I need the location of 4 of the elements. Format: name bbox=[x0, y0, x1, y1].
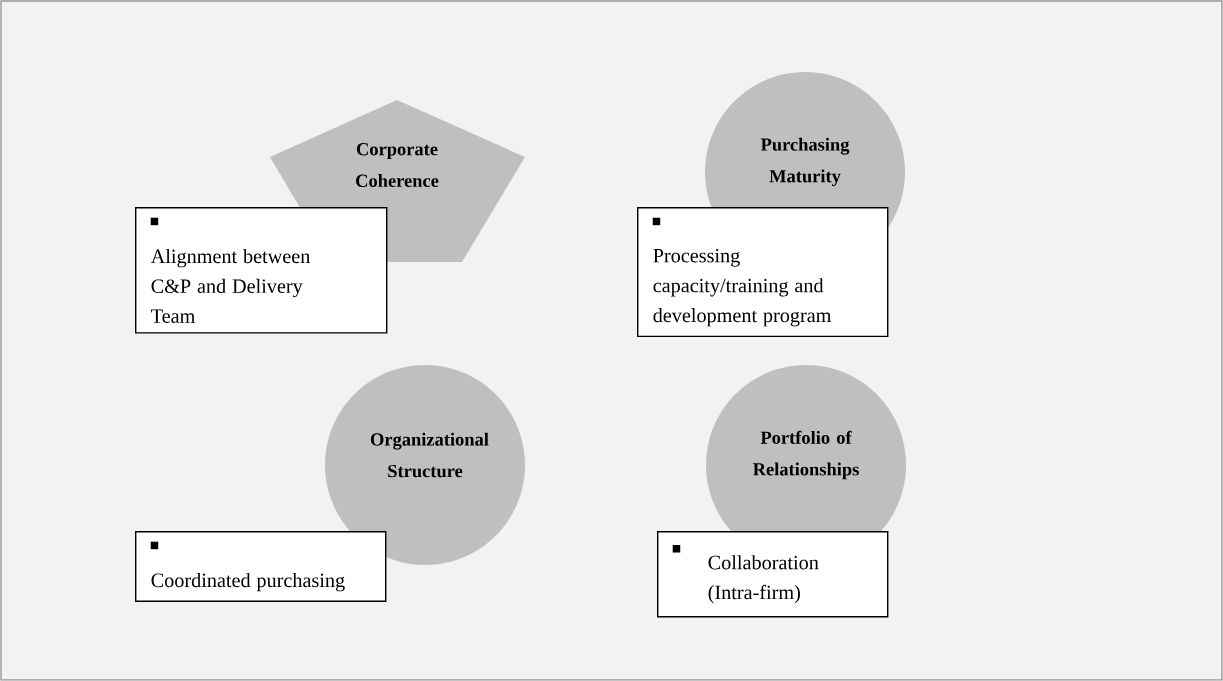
text-box: Coordinated purchasing bbox=[135, 531, 387, 602]
text-box: Collaboration (Intra-firm) bbox=[657, 531, 889, 618]
text-box: Alignment between C&P and Delivery Team bbox=[135, 207, 388, 334]
text-box: Processing capacity/training and development program bbox=[637, 207, 889, 338]
